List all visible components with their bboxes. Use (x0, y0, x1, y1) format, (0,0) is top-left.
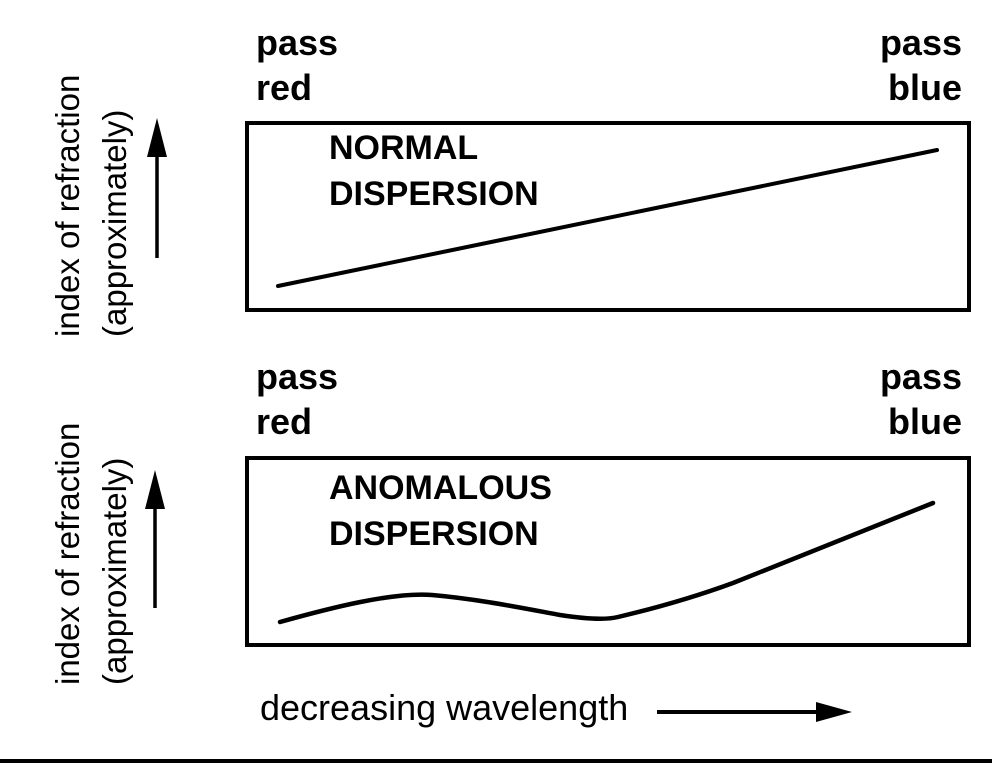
pass-red-bottom-line1: pass (256, 356, 339, 397)
up-arrow-icon (145, 470, 165, 608)
pass-red-top-line2: red (256, 67, 313, 108)
y-axis-label-top-line2: (approximately) (96, 109, 133, 337)
up-arrow-icon (147, 118, 167, 258)
anomalous-title-line1: ANOMALOUS (329, 469, 552, 507)
pass-red-bottom-line2: red (256, 401, 313, 442)
anomalous-dispersion-title: ANOMALOUS DISPERSION (329, 465, 552, 557)
pass-red-label-top: pass red (256, 20, 338, 110)
y-axis-label-bottom-line2: (approximately) (96, 457, 133, 685)
normal-dispersion-title: NORMAL DISPERSION (329, 125, 539, 217)
pass-blue-bottom-line2: blue (887, 401, 962, 442)
y-axis-label-top-line1: index of refraction (49, 74, 86, 337)
y-axis-label-top: index of refraction (approximately) (44, 47, 138, 337)
pass-blue-bottom-line1: pass (879, 356, 962, 397)
x-axis-label: decreasing wavelength (260, 687, 629, 728)
right-arrow-icon (657, 702, 852, 722)
pass-blue-label-bottom: pass blue (880, 354, 962, 444)
pass-blue-top-line2: blue (887, 67, 962, 108)
anomalous-title-line2: DISPERSION (329, 515, 539, 553)
y-axis-label-bottom-line1: index of refraction (49, 422, 86, 685)
normal-title-line2: DISPERSION (329, 175, 539, 213)
normal-dispersion-panel: NORMAL DISPERSION (245, 121, 971, 312)
anomalous-dispersion-panel: ANOMALOUS DISPERSION (245, 456, 971, 647)
y-axis-label-bottom: index of refraction (approximately) (44, 395, 138, 685)
pass-blue-top-line1: pass (879, 22, 962, 63)
normal-title-line1: NORMAL (329, 129, 479, 167)
pass-red-top-line1: pass (256, 22, 339, 63)
pass-blue-label-top: pass blue (880, 20, 962, 110)
pass-red-label-bottom: pass red (256, 354, 338, 444)
bottom-border-line (0, 759, 992, 763)
